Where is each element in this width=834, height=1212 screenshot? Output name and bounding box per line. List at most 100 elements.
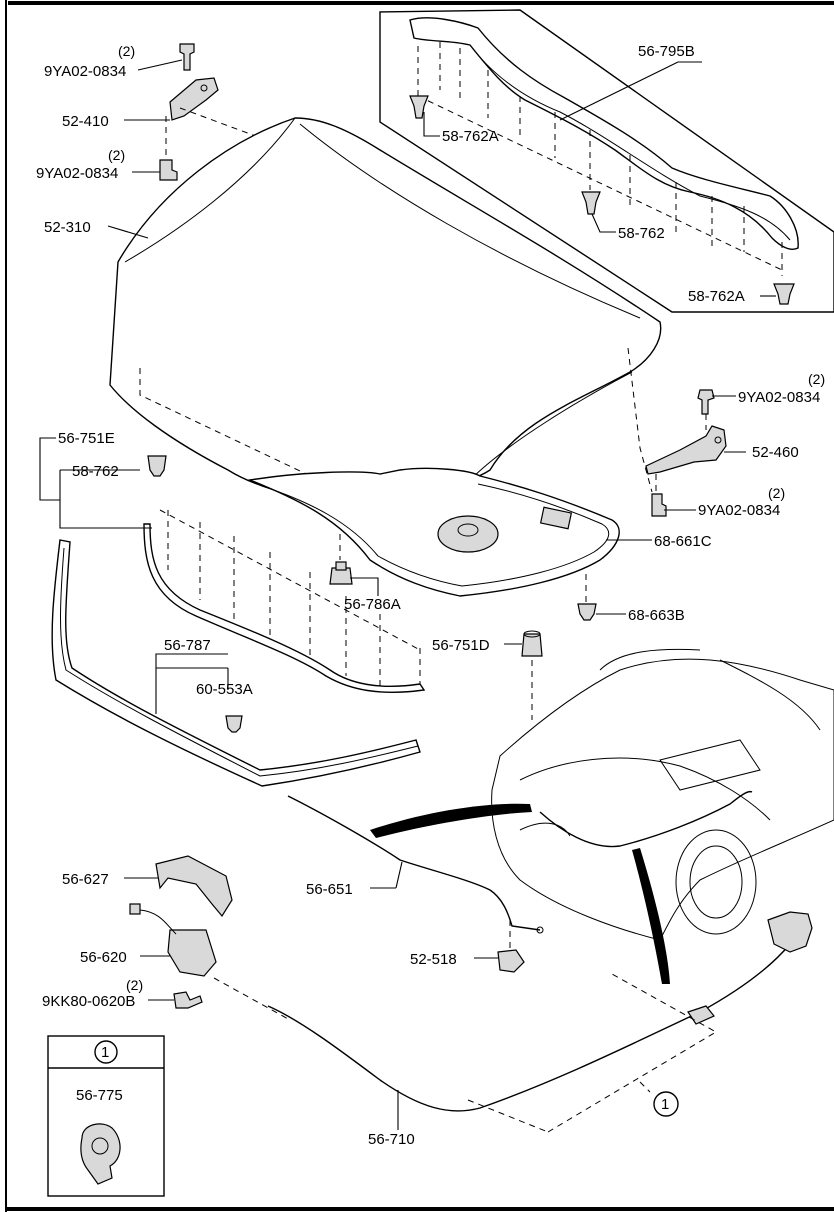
vehicle-outline bbox=[370, 648, 834, 984]
bolt-right-top bbox=[697, 389, 715, 415]
front-seal bbox=[51, 539, 421, 787]
pointer-wedge-right bbox=[632, 848, 670, 984]
leader-58-762a-1 bbox=[423, 112, 440, 137]
seal-e-dashes bbox=[159, 509, 421, 686]
insulator-clip-a2 bbox=[773, 283, 795, 305]
label-bolt-1: 9YA02-0834 bbox=[44, 63, 126, 80]
seal-group-e: 56-751E 58-762 bbox=[39, 430, 426, 694]
inset-frame bbox=[47, 1035, 165, 1197]
latch-bolt bbox=[173, 991, 203, 1009]
callout-1 bbox=[653, 1091, 679, 1117]
vehicle-cable-run bbox=[539, 790, 753, 848]
label-58-762a-2: 58-762A bbox=[688, 288, 745, 305]
label-bumper-stop: 56-786A bbox=[344, 596, 401, 613]
insulator-clip-center bbox=[581, 191, 601, 215]
right-hinge-group: (2) 9YA02-0834 52-460 (2) 9YA02-0834 bbox=[645, 371, 825, 519]
label-56-795b: 56-795B bbox=[638, 43, 695, 60]
label-seal-clip: 58-762 bbox=[72, 463, 119, 480]
leader-bolt-1 bbox=[137, 59, 183, 71]
leader-hood bbox=[107, 225, 149, 239]
label-hood: 52-310 bbox=[44, 219, 91, 236]
label-hood-seal: 68-661C bbox=[654, 533, 712, 550]
seal-clip-b bbox=[577, 603, 597, 621]
leader-58-762 bbox=[591, 213, 616, 233]
cushion bbox=[521, 633, 543, 657]
label-bolt-2: 9YA02-0834 bbox=[36, 165, 118, 182]
vehicle-wheel bbox=[675, 829, 757, 935]
insulator-edge bbox=[469, 44, 791, 241]
hood-crease-3 bbox=[469, 371, 633, 481]
label-latch-cover: 56-627 bbox=[62, 871, 109, 888]
qty-bolt-1: (2) bbox=[118, 43, 135, 59]
release-cable-group: 1 56-710 bbox=[267, 911, 813, 1148]
label-seal-group-e: 56-751E bbox=[58, 430, 115, 447]
label-front-seal: 56-787 bbox=[164, 637, 211, 654]
hood-crease-2 bbox=[299, 123, 641, 319]
rod-clip-group: 52-518 bbox=[410, 920, 525, 973]
hood-seal-group: 68-661C bbox=[247, 467, 712, 597]
release-rod-group: 56-651 bbox=[287, 795, 544, 934]
cushion-group: 56-751D bbox=[432, 630, 543, 720]
insulator-frame bbox=[379, 9, 834, 313]
bumper-stop-group: 56-786A bbox=[329, 561, 401, 613]
insulator-panel bbox=[409, 17, 799, 250]
qty-bolt-4: (2) bbox=[768, 485, 785, 501]
label-latch: 56-620 bbox=[80, 949, 127, 966]
front-seal-clip bbox=[225, 715, 243, 733]
seal-clip-b-group: 68-663B bbox=[577, 574, 685, 624]
qty-bolt-3: (2) bbox=[808, 371, 825, 387]
hood-seal-outer bbox=[247, 467, 620, 597]
hood-panel bbox=[109, 117, 662, 506]
insulator-dashed-guides bbox=[417, 42, 783, 276]
leader-release-rod bbox=[395, 861, 403, 889]
hinge-left-part bbox=[169, 77, 219, 121]
label-cushion: 56-751D bbox=[432, 637, 490, 654]
label-front-seal-clip: 60-553A bbox=[196, 681, 253, 698]
label-58-762a-1: 58-762A bbox=[442, 128, 499, 145]
label-hinge-left: 52-410 bbox=[62, 113, 109, 130]
front-seal-group: 56-787 60-553A bbox=[51, 539, 421, 787]
leader-bumper-stop bbox=[350, 577, 379, 596]
label-58-762-top: 58-762 bbox=[618, 225, 665, 242]
hood-seal-inner bbox=[261, 483, 610, 587]
pointer-wedge-left bbox=[370, 803, 532, 838]
vehicle-body bbox=[491, 658, 834, 941]
leader-56-795b-b bbox=[559, 61, 679, 121]
label-bolt-4: 9YA02-0834 bbox=[698, 502, 780, 519]
label-release-rod: 56-651 bbox=[306, 881, 353, 898]
hood-seal-hole bbox=[437, 515, 499, 553]
latch-body bbox=[167, 929, 217, 977]
bolt-lower-left bbox=[159, 159, 178, 181]
release-rod bbox=[287, 795, 541, 931]
rod-clip bbox=[497, 949, 525, 973]
inset-marker bbox=[94, 1040, 118, 1064]
inset-part-label: 56-775 bbox=[76, 1087, 123, 1104]
latch-group: 56-627 56-620 (2) 9KK80-0620B bbox=[42, 855, 291, 1021]
label-rod-clip: 52-518 bbox=[410, 951, 457, 968]
latch-cover bbox=[155, 855, 233, 918]
qty-bolt-2: (2) bbox=[108, 147, 125, 163]
bolt-right-bottom bbox=[651, 493, 667, 517]
hood-group: 52-310 bbox=[44, 117, 662, 560]
cable-dashed-box bbox=[467, 973, 718, 1133]
callout-1-number: 1 bbox=[661, 1096, 669, 1113]
label-bolt-3: 9YA02-0834 bbox=[738, 389, 820, 406]
label-latch-bolt: 9KK80-0620B bbox=[42, 993, 135, 1010]
qty-latch-bolt: (2) bbox=[126, 977, 143, 993]
bolt-top-left bbox=[179, 43, 195, 71]
label-seal-clip-b: 68-663B bbox=[628, 607, 685, 624]
inset-box: 1 56-775 bbox=[47, 1035, 165, 1197]
label-hinge-right: 52-460 bbox=[752, 444, 799, 461]
bracket-56-787 bbox=[155, 653, 228, 714]
inset-marker-number: 1 bbox=[101, 1044, 109, 1061]
release-cable bbox=[267, 943, 791, 1112]
seal-clip-58-762 bbox=[147, 455, 167, 477]
hood-crease bbox=[124, 117, 296, 263]
hinge-right-part bbox=[645, 425, 727, 475]
insulator-clip-a1 bbox=[409, 95, 429, 119]
label-release-cable: 56-710 bbox=[368, 1131, 415, 1148]
seal-strip-e bbox=[143, 523, 426, 694]
cable-handle bbox=[767, 911, 813, 953]
left-hinge-group: (2) 9YA02-0834 52-410 (2) 9YA02-0834 bbox=[36, 43, 289, 182]
